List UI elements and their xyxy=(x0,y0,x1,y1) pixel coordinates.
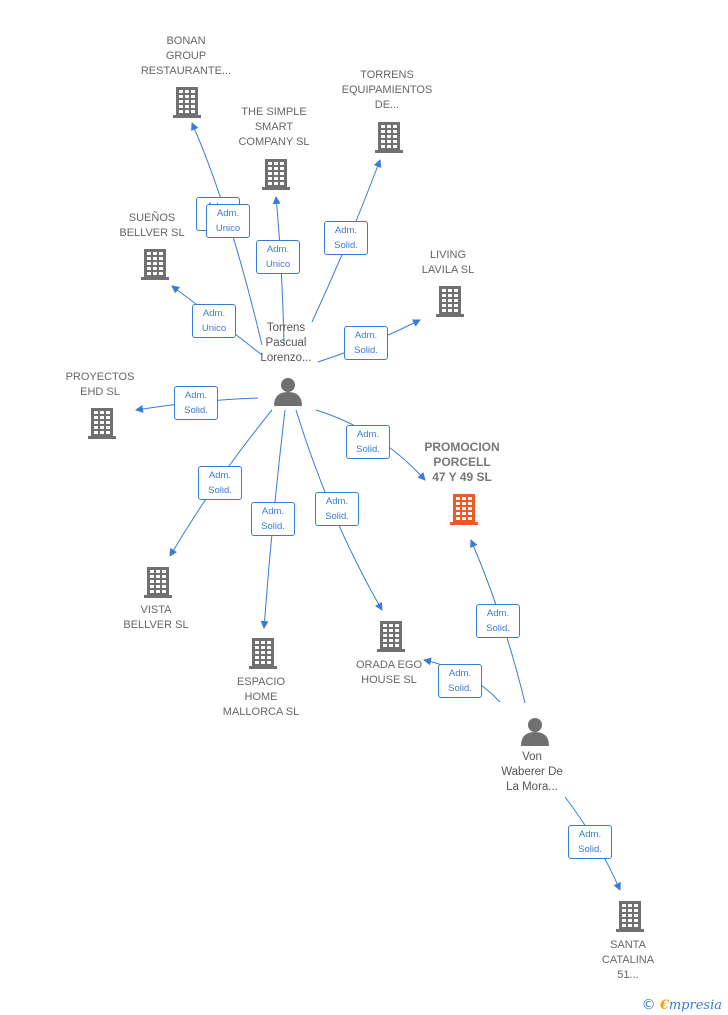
company-label-promocion-porcell[interactable]: PROMOCION PORCELL 47 Y 49 SL xyxy=(424,440,500,484)
company-label-santa-catalina[interactable]: SANTA CATALINA 51... xyxy=(601,939,655,981)
person-label-torrens[interactable]: Torrens Pascual Lorenzo... xyxy=(260,322,312,364)
building-icon-living-lavila[interactable] xyxy=(436,286,464,317)
company-label-torrens-equip[interactable]: TORRENS EQUIPAMIENTOS DE... xyxy=(341,69,433,111)
building-icon-orada-ego[interactable] xyxy=(377,621,405,652)
building-icon-simple-smart[interactable] xyxy=(262,159,290,190)
edge-label-vista-bellver: Adm. Solid. xyxy=(198,466,242,500)
building-icon-torrens-equip[interactable] xyxy=(375,122,403,153)
company-label-orada-ego[interactable]: ORADA EGO HOUSE SL xyxy=(355,659,423,686)
edge-label-promocion-porcell: Adm. Solid. xyxy=(346,425,390,459)
copyright-symbol: © xyxy=(641,997,656,1013)
person-label-vonwaberer[interactable]: Von Waberer De La Mora... xyxy=(501,751,563,793)
edge-label-suenos: Adm. Unico xyxy=(192,304,236,338)
edge-label-von-promocion: Adm. Solid. xyxy=(476,604,520,638)
company-label-espacio-home[interactable]: ESPACIO HOME MALLORCA SL xyxy=(222,676,300,718)
building-icon-vista-bellver[interactable] xyxy=(144,567,172,598)
company-label-living-lavila[interactable]: LIVING LAVILA SL xyxy=(421,249,475,276)
edge-label-espacio-home: Adm. Solid. xyxy=(251,502,295,536)
building-icon-santa-catalina[interactable] xyxy=(616,901,644,932)
edge-label-living-lavila: Adm. Solid. xyxy=(344,326,388,360)
company-label-proyectos-ehd[interactable]: PROYECTOS EHD SL xyxy=(65,371,135,398)
edge-label-von-santa: Adm. Solid. xyxy=(568,825,612,859)
empresia-logo: © €mpresia xyxy=(642,997,722,1013)
edge-label-orada-ego: Adm. Solid. xyxy=(315,492,359,526)
building-icon-promocion-porcell[interactable] xyxy=(450,494,478,525)
company-label-bonan[interactable]: BONAN GROUP RESTAURANTE... xyxy=(140,35,232,77)
person-icon-torrens[interactable] xyxy=(274,378,302,406)
building-icon-proyectos-ehd[interactable] xyxy=(88,408,116,439)
edge-label-bonan: Adm. Unico xyxy=(206,204,250,238)
company-label-simple-smart[interactable]: THE SIMPLE SMART COMPANY SL xyxy=(238,106,310,148)
company-label-vista-bellver[interactable]: VISTA BELLVER SL xyxy=(123,604,189,631)
edge-label-torrens-equip: Adm. Solid. xyxy=(324,221,368,255)
logo-text: mpresia xyxy=(668,998,722,1013)
edge-label-simple-smart: Adm. Unico xyxy=(256,240,300,274)
company-label-suenos[interactable]: SUEÑOS BELLVER SL xyxy=(119,212,185,239)
person-icon-vonwaberer[interactable] xyxy=(521,718,549,746)
building-icon-bonan[interactable] xyxy=(173,87,201,118)
edge-label-von-orada: Adm. Solid. xyxy=(438,664,482,698)
edge-label-proyectos-ehd: Adm. Solid. xyxy=(174,386,218,420)
building-icon-espacio-home[interactable] xyxy=(249,638,277,669)
building-icon-suenos[interactable] xyxy=(141,249,169,280)
logo-e: € xyxy=(659,998,669,1013)
